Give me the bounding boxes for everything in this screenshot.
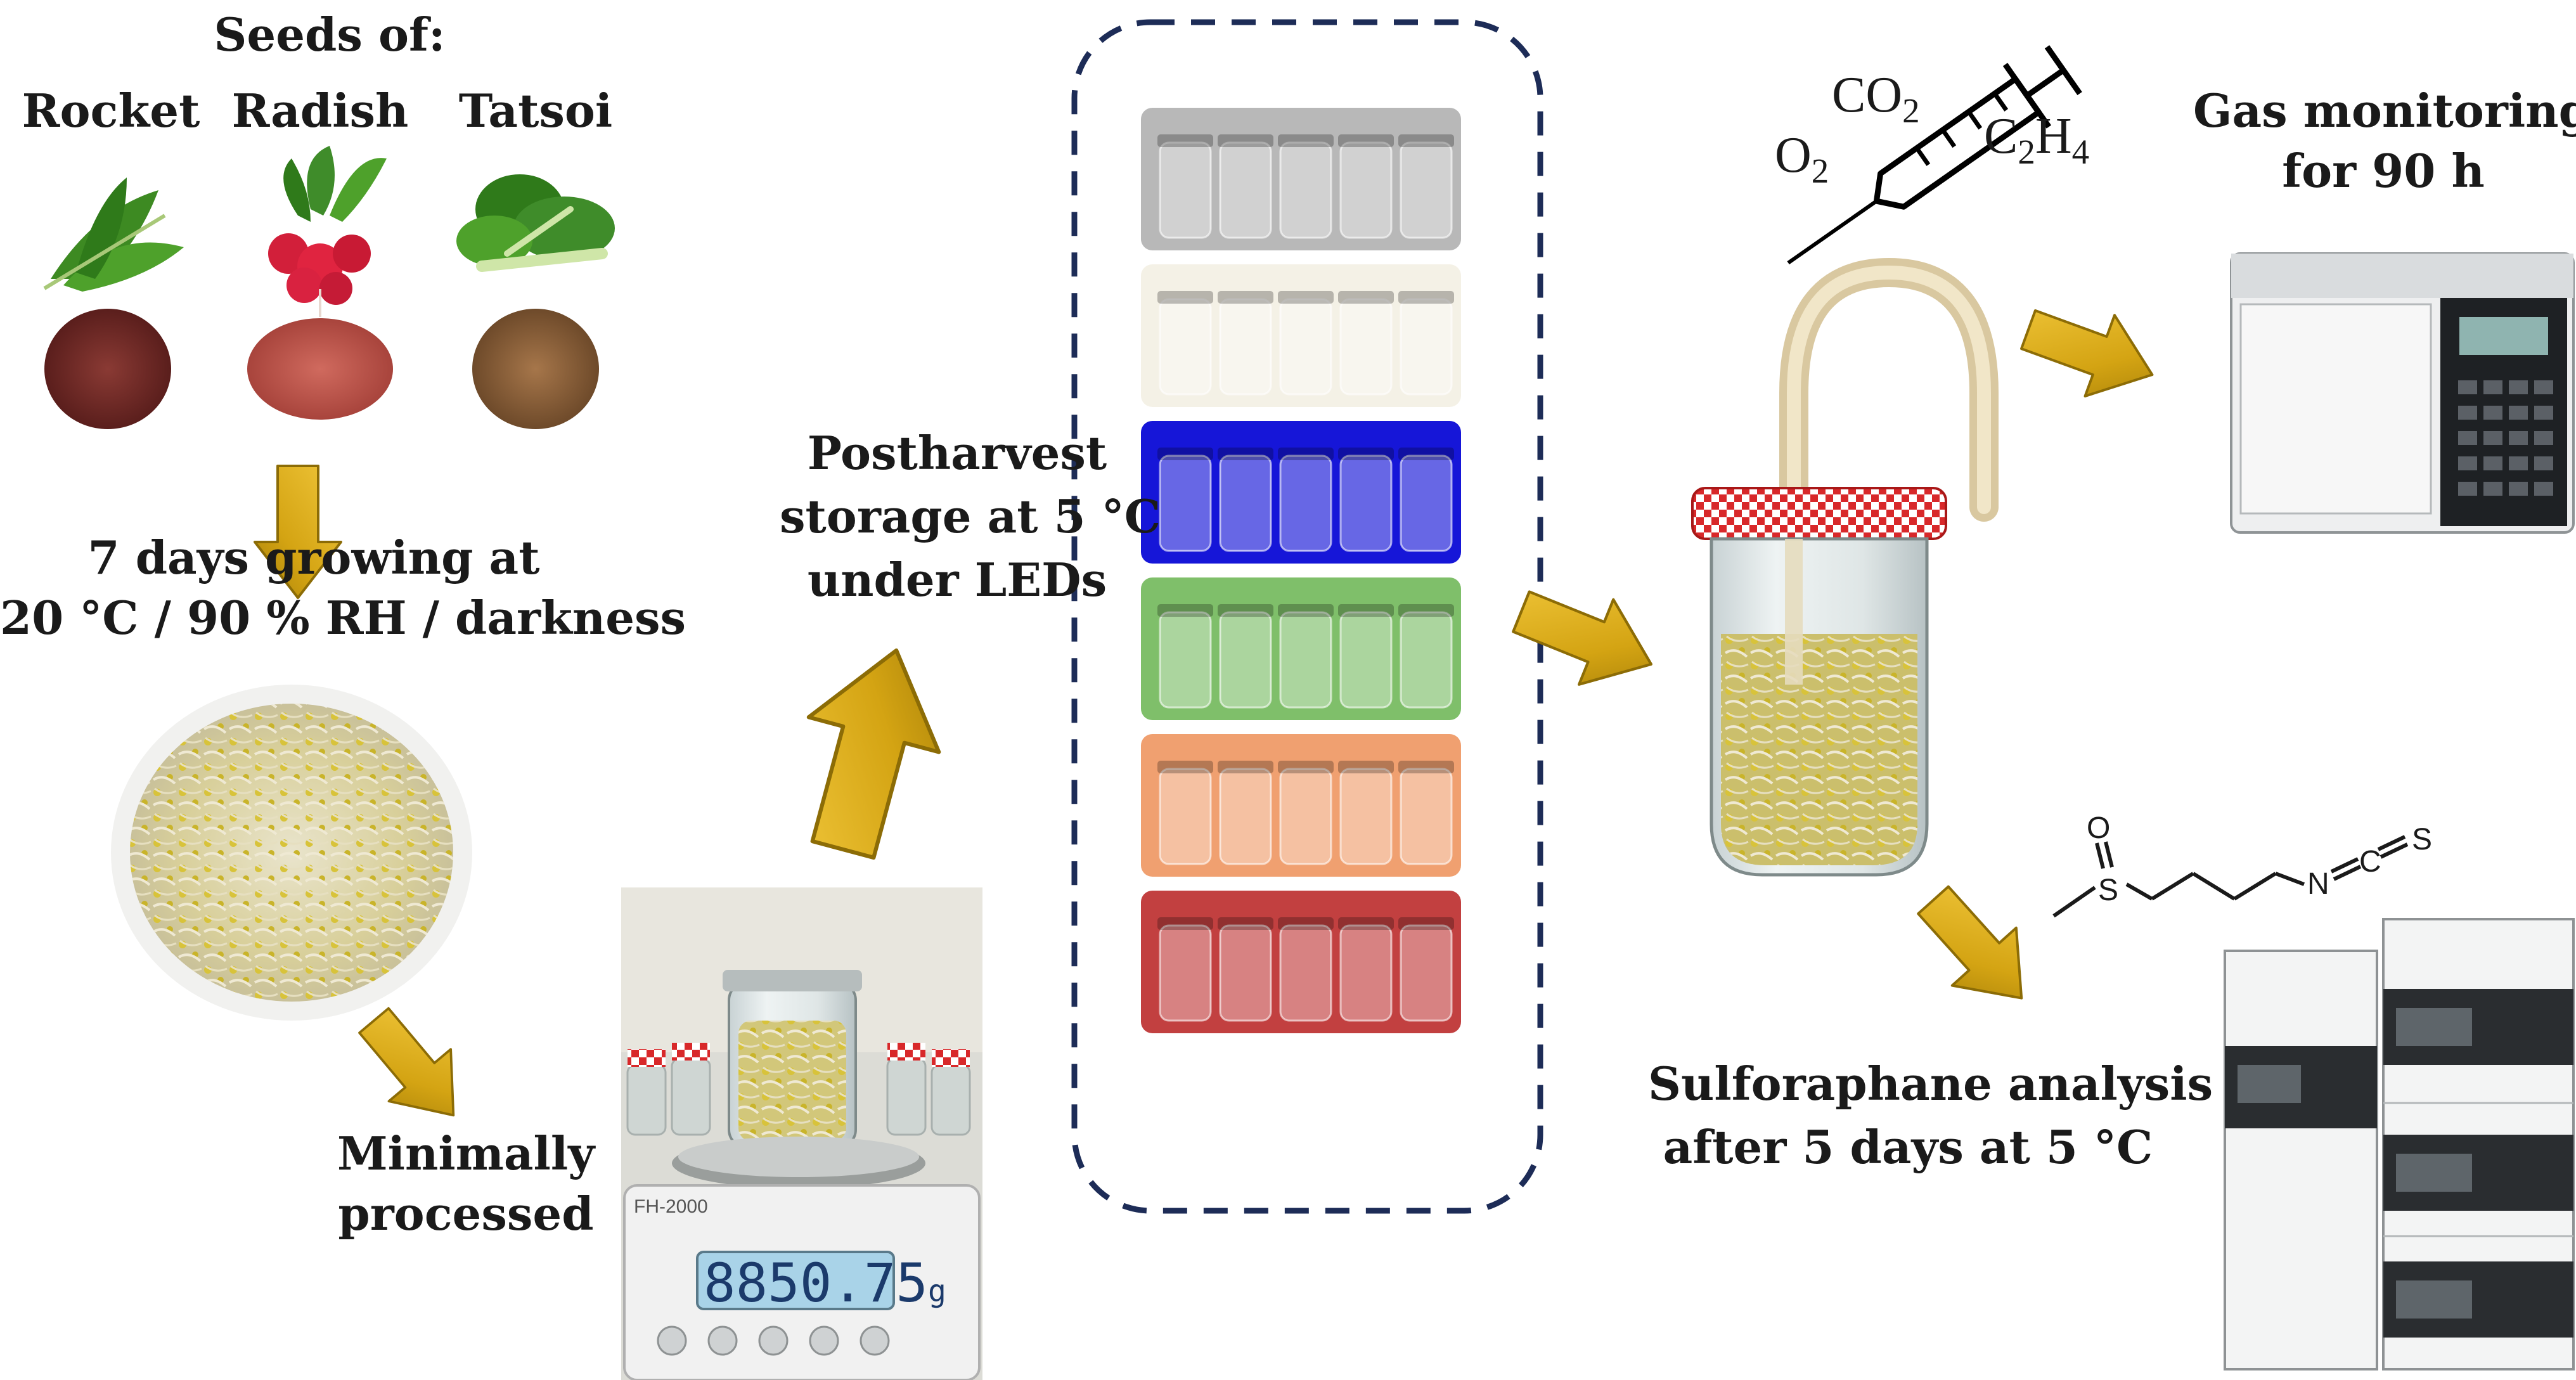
arrow-processed-to-storage bbox=[778, 633, 961, 867]
radish-label: Radish bbox=[231, 84, 409, 138]
led-treatment-panels bbox=[1141, 108, 1461, 1033]
molecule-s1: S bbox=[2098, 874, 2118, 907]
growing-line1: 7 days growing at bbox=[87, 531, 540, 584]
led-panel-red bbox=[1141, 891, 1461, 1033]
o2-label: O2 bbox=[1775, 127, 1829, 190]
sulforaphane-molecule bbox=[2052, 835, 2409, 918]
led-panel-white bbox=[1141, 264, 1461, 407]
molecule-o: O bbox=[2087, 811, 2110, 845]
radish-plant-icon bbox=[268, 146, 387, 317]
led-panel-blue bbox=[1141, 421, 1461, 564]
minimally-line2: processed bbox=[338, 1187, 594, 1241]
c2h4-label: C2H4 bbox=[1984, 108, 2090, 171]
molecule-c: C bbox=[2359, 845, 2381, 879]
rocket-seeds bbox=[44, 309, 171, 429]
molecule-n: N bbox=[2307, 867, 2329, 901]
led-panel-dark bbox=[1141, 108, 1461, 250]
arrow-growing-to-processed bbox=[342, 993, 486, 1143]
storage-line1: Postharvest bbox=[807, 426, 1107, 480]
gas-monitoring-line2: for 90 h bbox=[2282, 144, 2485, 198]
syringe-icon bbox=[1787, 45, 2082, 265]
sampling-jar bbox=[1691, 257, 1999, 877]
storage-line3: under LEDs bbox=[807, 553, 1107, 607]
growing-line2: 20 °C / 90 % RH / darkness bbox=[0, 591, 686, 645]
sprouts-bowl bbox=[111, 685, 472, 1021]
led-panel-orange bbox=[1141, 734, 1461, 877]
tatsoi-label: Tatsoi bbox=[458, 84, 613, 138]
rocket-label: Rocket bbox=[22, 84, 200, 138]
tatsoi-seeds bbox=[472, 309, 599, 429]
scale-photo bbox=[621, 887, 982, 1380]
seeds-of-label: Seeds of: bbox=[214, 8, 446, 61]
arrow-storage-to-jar bbox=[1504, 569, 1668, 707]
sulforaphane-line2: after 5 days at 5 °C bbox=[1663, 1120, 2153, 1174]
storage-line2: storage at 5 °C bbox=[780, 489, 1161, 543]
gas-chromatograph bbox=[2230, 252, 2575, 534]
hplc-system bbox=[2224, 918, 2575, 1370]
minimally-line1: Minimally bbox=[337, 1126, 595, 1180]
led-panel-green bbox=[1141, 577, 1461, 720]
co2-label: CO2 bbox=[1832, 67, 1920, 130]
scale-readout: 8850.75g bbox=[704, 1252, 946, 1314]
arrow-jar-to-hplc bbox=[1901, 871, 2053, 1027]
scale-brand: FH-2000 bbox=[634, 1196, 708, 1217]
sulforaphane-line1: Sulforaphane analysis bbox=[1648, 1057, 2213, 1111]
gas-monitoring-line1: Gas monitoring bbox=[2193, 84, 2576, 138]
rocket-plant-icon bbox=[43, 177, 184, 292]
tatsoi-plant-icon bbox=[456, 174, 615, 272]
radish-seeds bbox=[247, 318, 393, 420]
arrow-jar-to-gc bbox=[2014, 289, 2167, 415]
molecule-s2: S bbox=[2412, 823, 2432, 856]
